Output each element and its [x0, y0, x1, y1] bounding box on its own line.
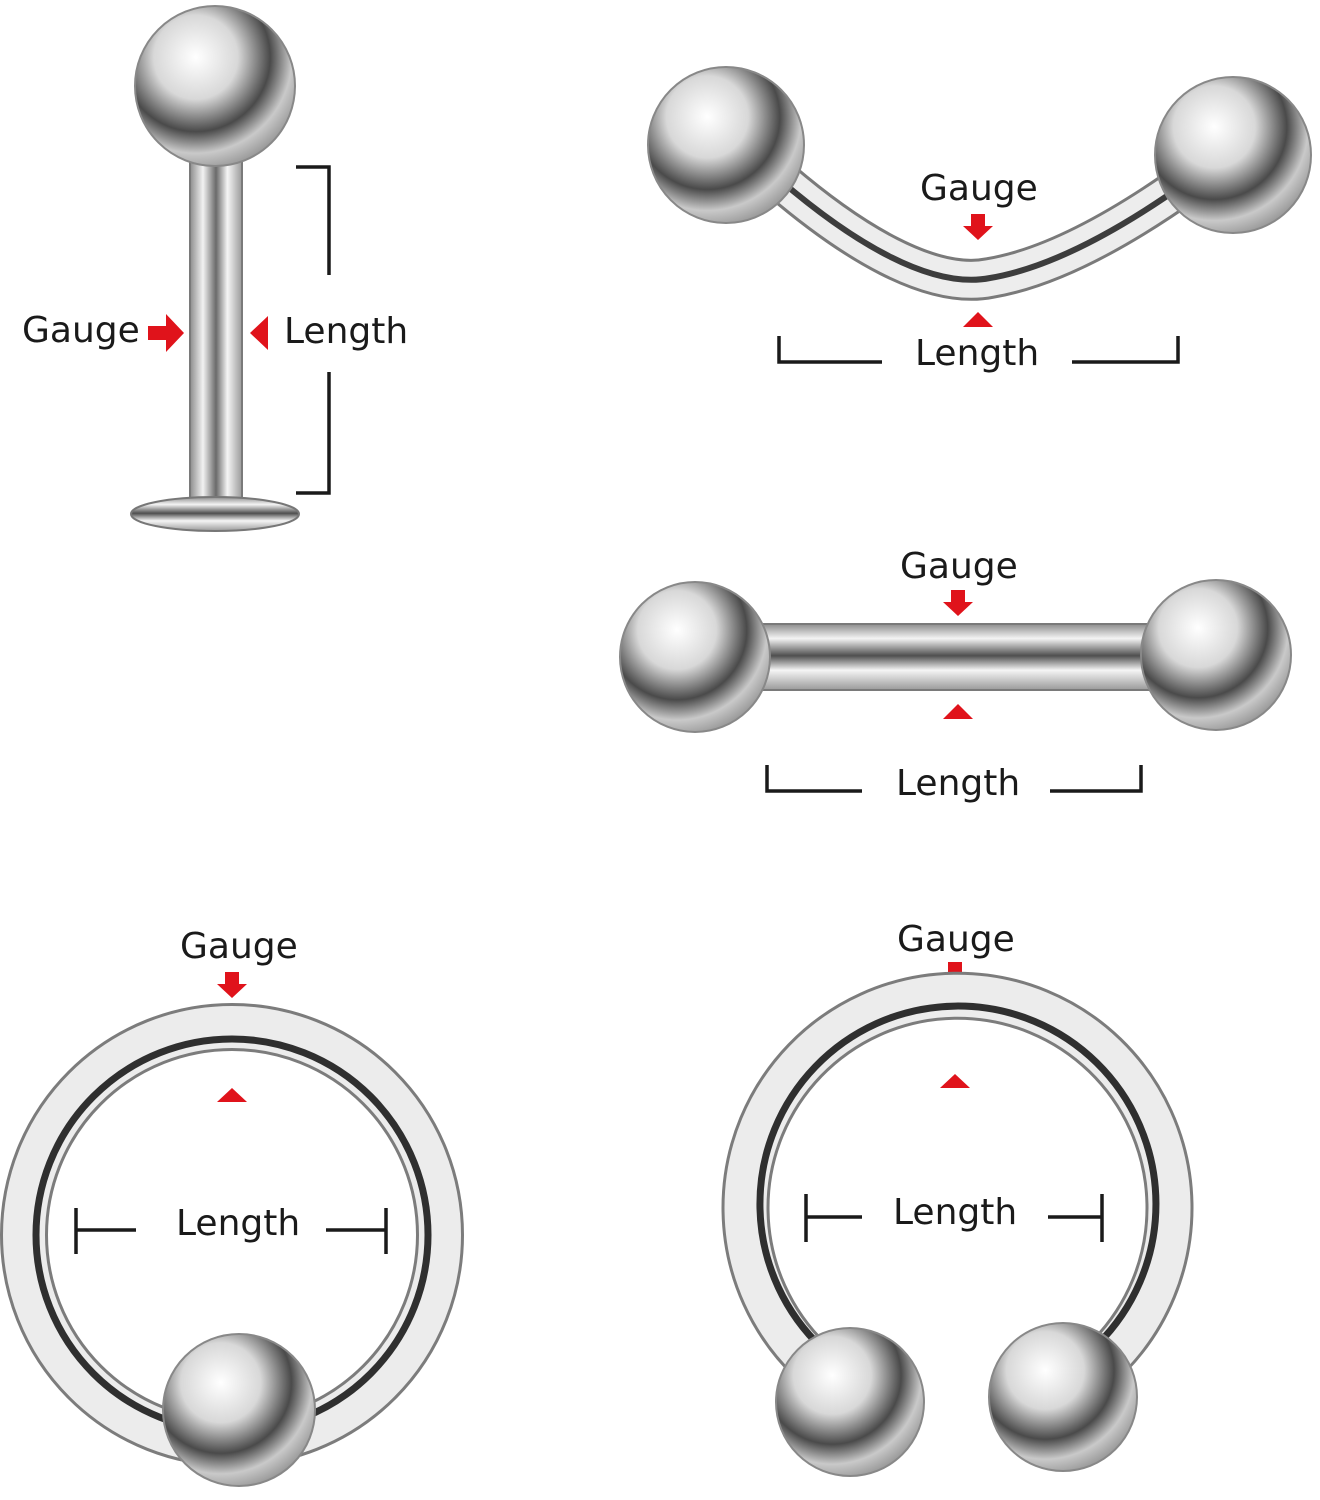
- labret-gauge-arrow-left: [148, 314, 184, 352]
- straight-barbell-length-arrow: [943, 704, 973, 719]
- captive-ring-length-label: Length: [176, 1203, 300, 1244]
- captive-ring-gauge-arrow-inner: [217, 1088, 247, 1102]
- horseshoe-gauge-arrow-inner: [940, 1074, 970, 1088]
- curved-barbell-length-bracket-right: [1072, 336, 1180, 364]
- captive-ring-gauge-label: Gauge: [180, 926, 298, 967]
- horseshoe-band-shade: [756, 1002, 1160, 1351]
- horseshoe-band: [724, 974, 1191, 1376]
- curved-barbell-diagram: Gauge Length: [647, 66, 1312, 374]
- curved-barbell-length-label: Length: [915, 333, 1039, 374]
- curved-barbell-ball-right: [1154, 76, 1312, 234]
- horseshoe-diagram: Gauge Length: [721, 919, 1194, 1477]
- horseshoe-ball-left: [775, 1327, 925, 1477]
- horseshoe-length-bracket-left: [804, 1194, 862, 1242]
- labret-disc-back: [130, 496, 300, 532]
- labret-length-bracket: [296, 165, 331, 495]
- captive-ring-bead: [162, 1333, 316, 1487]
- horseshoe-gauge-label: Gauge: [897, 919, 1015, 960]
- curved-barbell-ball-left: [647, 66, 805, 224]
- straight-barbell-length-label: Length: [896, 763, 1020, 804]
- horseshoe-length-label: Length: [893, 1192, 1017, 1233]
- captive-ring-diagram: Gauge Length: [0, 926, 464, 1487]
- straight-barbell-gauge-label: Gauge: [900, 546, 1018, 587]
- captive-ring-length-bracket-left: [74, 1208, 136, 1254]
- curved-barbell-length-bracket-left: [777, 336, 882, 364]
- straight-barbell-length-bracket-right: [1050, 765, 1143, 793]
- labret-shaft: [189, 149, 243, 516]
- straight-barbell-length-bracket-left: [765, 765, 862, 793]
- captive-ring-gauge-arrow: [217, 972, 247, 998]
- curved-barbell-shaft-shade: [778, 177, 1192, 283]
- labret-ball: [134, 5, 296, 167]
- captive-ring-length-bracket-right: [326, 1208, 388, 1254]
- straight-barbell-shaft: [754, 623, 1156, 691]
- straight-barbell-gauge-arrow: [943, 590, 973, 616]
- straight-barbell-ball-right: [1140, 579, 1292, 731]
- curved-barbell-gauge-arrow: [963, 214, 993, 240]
- horseshoe-length-bracket-right: [1048, 1194, 1104, 1242]
- straight-barbell-diagram: Gauge Length: [619, 546, 1292, 804]
- labret-gauge-label: Gauge: [22, 310, 140, 351]
- labret-length-label: Length: [284, 311, 408, 352]
- labret-gauge-arrow-right: [250, 316, 268, 350]
- straight-barbell-ball-left: [619, 581, 771, 733]
- curved-barbell-length-arrow: [963, 312, 993, 327]
- horseshoe-ball-right: [988, 1322, 1138, 1472]
- labret-diagram: Gauge Length: [22, 5, 408, 532]
- curved-barbell-gauge-label: Gauge: [920, 168, 1038, 209]
